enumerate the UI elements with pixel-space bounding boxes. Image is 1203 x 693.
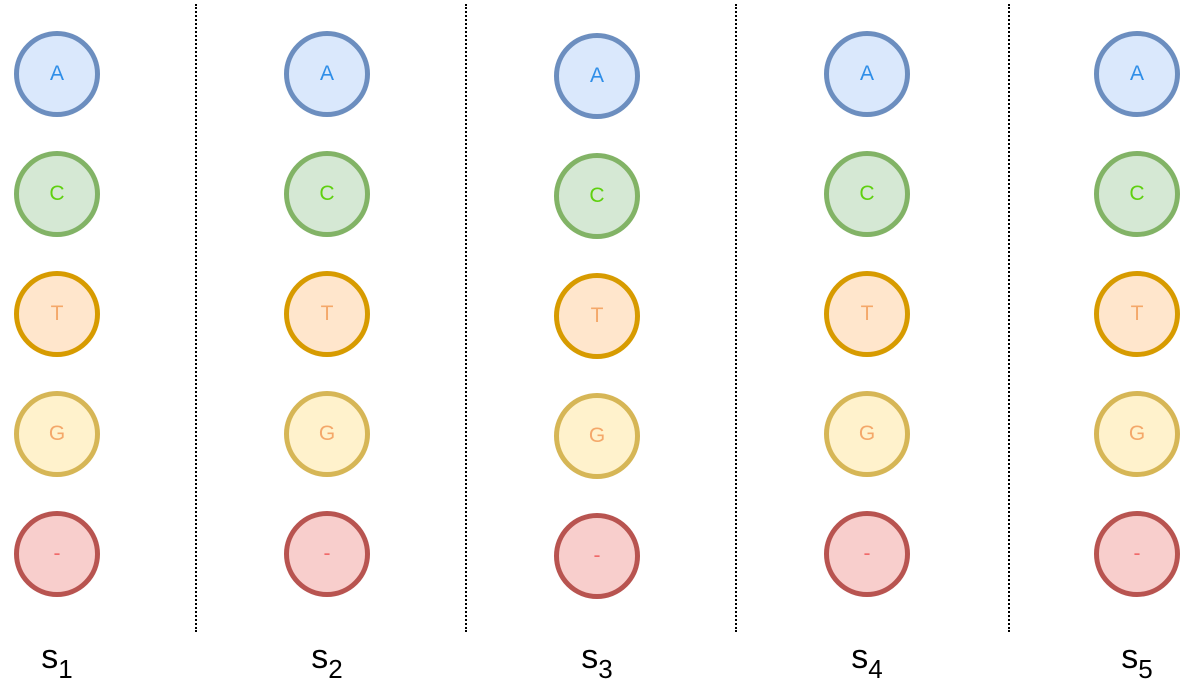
sequence-label: s1 <box>41 638 73 684</box>
sequence-column-s4: A C T G - s4 <box>816 0 926 693</box>
sequence-column-s5: A C T G - s5 <box>1086 0 1196 693</box>
node-A: A <box>1094 31 1180 117</box>
node-T: T <box>284 271 370 357</box>
node-T: T <box>554 273 640 359</box>
sequence-column-s2: A C T G - s2 <box>276 0 386 693</box>
sequence-label: s4 <box>851 638 883 684</box>
node-T: T <box>824 271 910 357</box>
node-G: G <box>1094 391 1180 477</box>
column-separator <box>465 4 467 632</box>
node-A: A <box>284 31 370 117</box>
column-separator <box>1008 4 1010 632</box>
node-T: T <box>14 271 100 357</box>
node-C: C <box>284 151 370 237</box>
node-G: G <box>14 391 100 477</box>
node-gap: - <box>1094 511 1180 597</box>
node-C: C <box>824 151 910 237</box>
sequence-column-s1: A C T G - s1 <box>6 0 116 693</box>
node-G: G <box>284 391 370 477</box>
node-gap: - <box>554 513 640 599</box>
node-A: A <box>824 31 910 117</box>
node-gap: - <box>14 511 100 597</box>
node-A: A <box>554 33 640 119</box>
sequence-column-s3: A C T G - s3 <box>546 0 656 693</box>
node-C: C <box>14 151 100 237</box>
sequence-label: s5 <box>1121 638 1153 684</box>
column-separator <box>195 4 197 632</box>
node-C: C <box>1094 151 1180 237</box>
sequence-label: s3 <box>581 638 613 684</box>
node-G: G <box>554 393 640 479</box>
sequence-label: s2 <box>311 638 343 684</box>
node-gap: - <box>284 511 370 597</box>
node-T: T <box>1094 271 1180 357</box>
node-gap: - <box>824 511 910 597</box>
node-C: C <box>554 153 640 239</box>
column-separator <box>735 4 737 632</box>
node-G: G <box>824 391 910 477</box>
node-A: A <box>14 31 100 117</box>
